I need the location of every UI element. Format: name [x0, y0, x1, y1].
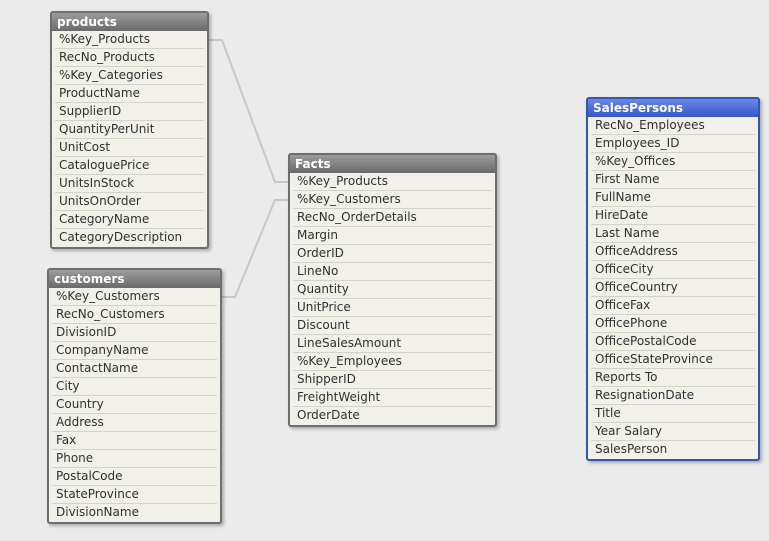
field-row[interactable]: UnitPrice	[293, 299, 492, 317]
field-row[interactable]: ResignationDate	[591, 387, 755, 405]
field-row[interactable]: OfficeStateProvince	[591, 351, 755, 369]
field-row[interactable]: RecNo_Customers	[52, 306, 217, 324]
field-row[interactable]: SalesPerson	[595, 442, 668, 456]
field-row[interactable]: QuantityPerUnit	[55, 121, 204, 139]
field-row[interactable]: HireDate	[591, 207, 755, 225]
field-row[interactable]: ProductName	[55, 85, 204, 103]
field-row[interactable]: OfficeAddress	[591, 243, 755, 261]
field-row[interactable]: OfficePhone	[591, 315, 755, 333]
field-row[interactable]: %Key_Customers	[293, 191, 492, 209]
field-row[interactable]: First Name	[591, 171, 755, 189]
field-row[interactable]: StateProvince	[52, 486, 217, 504]
field-row[interactable]: UnitsOnOrder	[55, 193, 204, 211]
field-row[interactable]: PostalCode	[52, 468, 217, 486]
field-row[interactable]: LineNo	[293, 263, 492, 281]
field-row[interactable]: Employees_ID	[591, 135, 755, 153]
field-row[interactable]: %Key_Products	[293, 173, 492, 191]
field-row[interactable]: RecNo_Employees	[591, 117, 755, 135]
field-row[interactable]: OfficeCity	[591, 261, 755, 279]
field-row[interactable]: %Key_Products	[55, 31, 204, 49]
field-row[interactable]: OfficeCountry	[591, 279, 755, 297]
field-row[interactable]: Margin	[293, 227, 492, 245]
table-title-salespersons[interactable]: SalesPersons	[588, 99, 758, 117]
table-title-customers[interactable]: customers	[49, 270, 220, 288]
field-row[interactable]: ContactName	[52, 360, 217, 378]
field-row[interactable]: Country	[52, 396, 217, 414]
field-row[interactable]: OfficePostalCode	[591, 333, 755, 351]
table-title-products[interactable]: products	[52, 13, 207, 31]
link-line-products-facts	[206, 39, 291, 183]
field-row[interactable]: CompanyName	[52, 342, 217, 360]
field-row[interactable]: %Key_Employees	[293, 353, 492, 371]
table-title-facts[interactable]: Facts	[290, 155, 495, 173]
field-row[interactable]: Quantity	[293, 281, 492, 299]
field-row[interactable]: SupplierID	[55, 103, 204, 121]
field-row[interactable]: DivisionName	[56, 505, 139, 519]
field-row[interactable]: Phone	[52, 450, 217, 468]
field-row[interactable]: %Key_Customers	[52, 288, 217, 306]
field-row[interactable]: Discount	[293, 317, 492, 335]
field-row[interactable]: FullName	[591, 189, 755, 207]
field-row[interactable]: OfficeFax	[591, 297, 755, 315]
field-row[interactable]: Year Salary	[591, 423, 755, 441]
field-row[interactable]: UnitCost	[55, 139, 204, 157]
field-row[interactable]: OrderDate	[297, 408, 360, 422]
field-row[interactable]: Title	[591, 405, 755, 423]
field-row[interactable]: ShipperID	[293, 371, 492, 389]
field-row[interactable]: UnitsInStock	[55, 175, 204, 193]
field-row[interactable]: %Key_Categories	[55, 67, 204, 85]
link-line-customers-facts	[219, 199, 291, 298]
field-row[interactable]: Fax	[52, 432, 217, 450]
field-row[interactable]: DivisionID	[52, 324, 217, 342]
field-row[interactable]: FreightWeight	[293, 389, 492, 407]
field-row[interactable]: City	[52, 378, 217, 396]
field-row[interactable]: CategoryDescription	[59, 230, 183, 244]
field-row[interactable]: Reports To	[591, 369, 755, 387]
field-row[interactable]: OrderID	[293, 245, 492, 263]
field-row[interactable]: CataloguePrice	[55, 157, 204, 175]
field-row[interactable]: Last Name	[591, 225, 755, 243]
field-row[interactable]: RecNo_OrderDetails	[293, 209, 492, 227]
field-row[interactable]: RecNo_Products	[55, 49, 204, 67]
field-row[interactable]: LineSalesAmount	[293, 335, 492, 353]
field-row[interactable]: %Key_Offices	[591, 153, 755, 171]
field-row[interactable]: Address	[52, 414, 217, 432]
field-row[interactable]: CategoryName	[55, 211, 204, 229]
